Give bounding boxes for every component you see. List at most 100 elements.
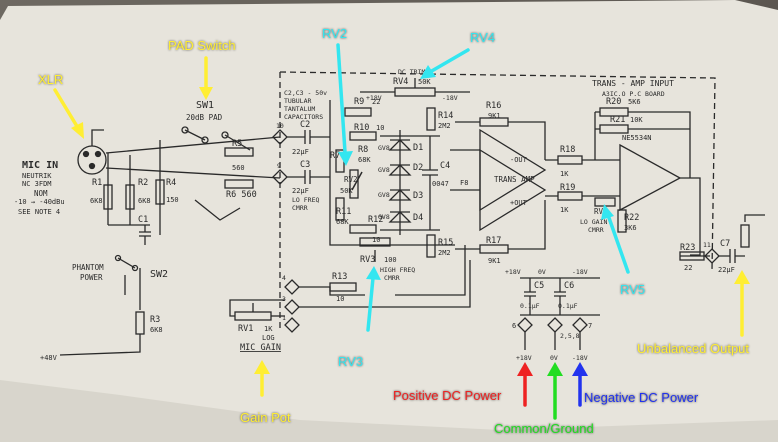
- label-c5: C5: [534, 281, 544, 291]
- arrowhead-negative-dc: [572, 362, 588, 376]
- label-hi-freq: HIGH FREQ: [380, 266, 415, 274]
- label-supply-zero: 0V: [550, 354, 558, 362]
- label-r8-val: 68K: [358, 156, 371, 164]
- label-r14-val: 2M2: [438, 122, 451, 130]
- label-r5-val: 560: [232, 164, 245, 172]
- arrow-rv2: [336, 43, 347, 154]
- label-r10: R10: [354, 123, 369, 133]
- label-sw1-pad: 20dB PAD: [186, 113, 223, 122]
- callout-positive-dc-power: Positive DC Power: [393, 388, 502, 403]
- label-supply-pos: +18V: [516, 354, 532, 362]
- annotation-arrows: [53, 43, 750, 420]
- label-c5-val: 0.1µF: [520, 302, 540, 310]
- callout-common-ground: Common/Ground: [494, 421, 594, 436]
- callout-gain-pot: Gain Pot: [240, 410, 291, 425]
- label-tant-3: TANTALUM: [284, 105, 315, 113]
- arrow-rv4: [428, 48, 470, 74]
- label-nom-range: -10 → -40dBu: [14, 198, 65, 206]
- label-tant-2: TUBULAR: [284, 97, 311, 105]
- arrowhead-rv4: [420, 65, 436, 79]
- label-r2: R2: [138, 178, 148, 188]
- label-pin-7: 7: [588, 322, 592, 330]
- label-supply-neg: -18V: [572, 354, 588, 362]
- label-gv8-3: GV8: [378, 191, 390, 199]
- label-phantom: PHANTOM: [72, 263, 104, 272]
- label-r15: R15: [438, 238, 453, 248]
- label-r11: R11: [336, 207, 351, 217]
- label-r21-val: 10K: [630, 116, 643, 124]
- label-f8: F8: [460, 179, 468, 187]
- label-rv3-sch: RV3: [360, 255, 375, 265]
- label-c7: C7: [720, 239, 730, 249]
- label-r1: R1: [92, 178, 102, 188]
- label-c7-val: 22µF: [718, 266, 735, 274]
- label-r16: R16: [486, 101, 501, 111]
- label-r18: R18: [560, 145, 575, 155]
- label-nom: NOM: [34, 189, 48, 198]
- label-r3-val: 6K8: [150, 326, 163, 334]
- label-r20-val: 5K6: [628, 98, 641, 106]
- label-gv8-4: GV8: [378, 213, 390, 221]
- label-c4: C4: [440, 161, 450, 171]
- label-rv1-val: 1K: [264, 325, 273, 333]
- label-c1: C1: [138, 215, 148, 225]
- label-r15-val: 2M2: [438, 249, 451, 257]
- label-trans-amp: TRANS AMP: [494, 175, 535, 184]
- label-dc-trim: DC TRIMP: [398, 68, 429, 76]
- arrowhead-common-ground: [547, 362, 563, 376]
- label-sw2: SW2: [150, 269, 168, 280]
- label-d2: D2: [413, 163, 423, 173]
- callout-rv5: RV5: [620, 282, 646, 297]
- callout-rv4: RV4: [470, 30, 496, 45]
- label-c6-val: 0.1µF: [558, 302, 578, 310]
- label-pin-10: 10: [276, 122, 284, 130]
- callout-pad-switch: PAD Switch: [168, 38, 236, 53]
- label-rv5-sch: RV5: [594, 207, 608, 216]
- label-cmrr: CMRR: [292, 204, 308, 212]
- label-r13: R13: [332, 272, 347, 282]
- label-pin-6: 6: [512, 322, 516, 330]
- label-pin-4: 4: [282, 274, 286, 282]
- label-out-plus: +OUT: [510, 199, 528, 207]
- label-pins-258: 2,5,8: [560, 332, 580, 340]
- label-r21: R21: [610, 115, 625, 125]
- label-r5: R5: [232, 139, 242, 149]
- label-nc3fdm: NC 3FDM: [22, 180, 52, 188]
- label-c3-val: 22µF: [292, 187, 309, 195]
- label-cmrr3: CMRR: [588, 226, 604, 234]
- label-rv4-val: 50K: [418, 78, 431, 86]
- label-rv4-minus18: -18V: [442, 94, 458, 102]
- label-d4: D4: [413, 213, 423, 223]
- arrowhead-rv3: [366, 266, 381, 280]
- callout-negative-dc-power: Negative DC Power: [584, 390, 699, 405]
- label-cmrr2: CMRR: [384, 274, 400, 282]
- label-r23-val: 22: [684, 264, 692, 272]
- schematic-labels: MIC IN NEUTRIK NC 3FDM NOM -10 → -40dBu …: [14, 68, 735, 362]
- label-rv4-plus18: +18V: [366, 94, 382, 102]
- label-c3: C3: [300, 160, 310, 170]
- label-r14: R14: [438, 111, 453, 121]
- arrowhead-rv2: [338, 151, 353, 166]
- label-r6: R6 560: [226, 190, 257, 200]
- label-r4: R4: [166, 178, 176, 188]
- arrow-xlr: [53, 88, 80, 130]
- label-plus48: +48V: [40, 354, 58, 362]
- label-rv2-val: 50K: [340, 187, 353, 195]
- label-r22-val: 3K6: [624, 224, 637, 232]
- label-r10-val: 10: [376, 124, 384, 132]
- label-r23: R23: [680, 243, 695, 253]
- label-c6: C6: [564, 281, 574, 291]
- label-r8: R8: [358, 145, 368, 155]
- label-d3: D3: [413, 191, 423, 201]
- label-r18-val: 1K: [560, 170, 569, 178]
- label-neutrik: NEUTRIK: [22, 172, 52, 180]
- label-r4-val: 150: [166, 196, 179, 204]
- label-r19-val: 1K: [560, 206, 569, 214]
- arrowhead-rv5: [601, 204, 614, 220]
- label-mic-gain: MIC GAIN: [240, 343, 281, 353]
- arrowhead-gain-pot: [254, 360, 270, 374]
- label-rv4-sch: RV4: [393, 77, 408, 87]
- label-pin-3: 3: [282, 295, 286, 303]
- label-c2-val: 22µF: [292, 148, 309, 156]
